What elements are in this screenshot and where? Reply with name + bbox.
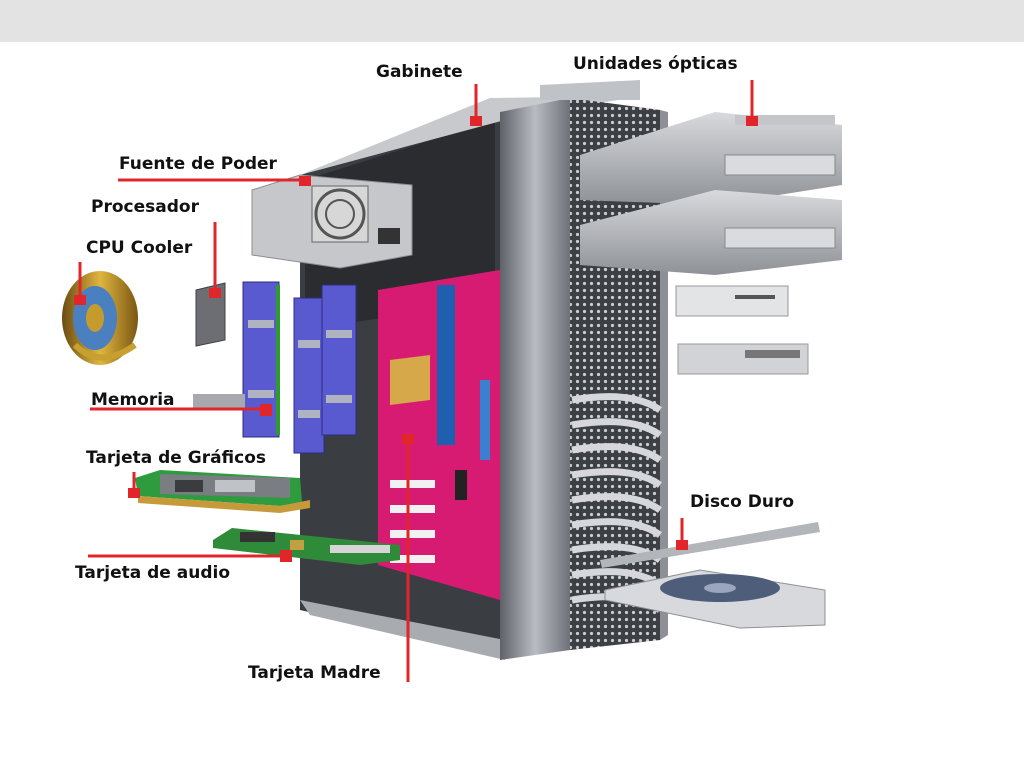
case-top — [300, 96, 640, 175]
hard-drive — [600, 522, 826, 629]
leader-markers — [74, 116, 758, 562]
label-tarjeta-graficos: Tarjeta de Gráficos — [86, 448, 267, 468]
leader-lines — [78, 80, 754, 682]
power-supply — [251, 174, 413, 269]
cpu-cooler — [62, 271, 138, 365]
top-gray-bar — [0, 0, 1024, 42]
case-base — [300, 600, 505, 660]
label-tarjeta-audio: Tarjeta de audio — [75, 563, 231, 583]
card-reader — [675, 285, 789, 317]
label-gabinete: Gabinete — [376, 62, 463, 82]
label-memoria: Memoria — [91, 390, 175, 410]
label-unidades-opticas: Unidades ópticas — [573, 54, 738, 74]
memory-modules — [193, 281, 357, 454]
label-tarjeta-madre: Tarjeta Madre — [248, 663, 381, 683]
label-cpu-cooler: CPU Cooler — [86, 238, 193, 258]
optical-drive-1 — [580, 112, 842, 205]
label-fuente-de-poder: Fuente de Poder — [119, 154, 277, 174]
label-disco-duro: Disco Duro — [690, 492, 795, 512]
optical-drive-2 — [580, 190, 842, 275]
label-procesador: Procesador — [91, 197, 199, 217]
audio-card — [213, 528, 400, 565]
graphics-card — [135, 470, 310, 513]
floppy-drive — [677, 343, 809, 375]
